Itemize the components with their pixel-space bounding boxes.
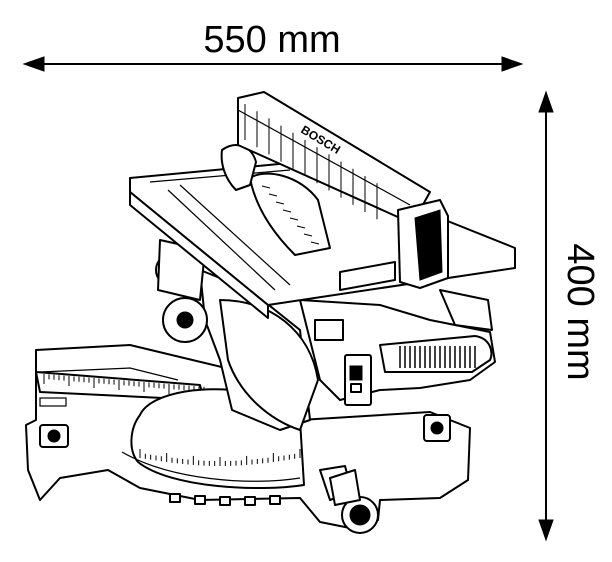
grip-ridges bbox=[399, 346, 476, 368]
power-switch[interactable] bbox=[349, 365, 363, 381]
height-arrow-bottom bbox=[538, 519, 554, 542]
base-slots bbox=[169, 493, 281, 506]
width-arrow-right bbox=[501, 56, 524, 72]
width-arrow-left bbox=[22, 56, 45, 72]
miter-scale bbox=[35, 371, 205, 401]
base-handle-right bbox=[423, 414, 451, 442]
table-edge-line bbox=[149, 169, 291, 183]
fence-ribs bbox=[244, 104, 378, 220]
base-edge bbox=[39, 367, 179, 381]
table-rail-left bbox=[167, 189, 276, 291]
height-arrow-top bbox=[538, 90, 554, 113]
table-rail-left2 bbox=[179, 184, 291, 286]
right-extension bbox=[439, 289, 493, 331]
fence-clamp-handle[interactable] bbox=[414, 209, 443, 281]
arbor-nut bbox=[176, 311, 194, 329]
height-label: 400 mm bbox=[559, 243, 601, 380]
saw-illustration: BOSCH bbox=[25, 91, 516, 534]
table-insert bbox=[339, 261, 396, 291]
width-label: 550 mm bbox=[203, 19, 340, 61]
upper-guard bbox=[220, 144, 257, 191]
miter-table-ticks bbox=[139, 449, 301, 466]
upper-table-front bbox=[129, 191, 269, 319]
rip-fence-line bbox=[237, 109, 411, 206]
width-dimension: 550 mm bbox=[22, 19, 524, 72]
miter-table-edge bbox=[121, 451, 301, 482]
motor-cap bbox=[314, 319, 344, 341]
blade-teeth bbox=[261, 185, 320, 245]
base-label-plate bbox=[39, 397, 67, 407]
knob-lever bbox=[329, 469, 361, 506]
base-handle-left bbox=[39, 424, 69, 448]
height-dimension: 400 mm bbox=[538, 90, 601, 542]
switch-lock[interactable] bbox=[350, 383, 362, 393]
